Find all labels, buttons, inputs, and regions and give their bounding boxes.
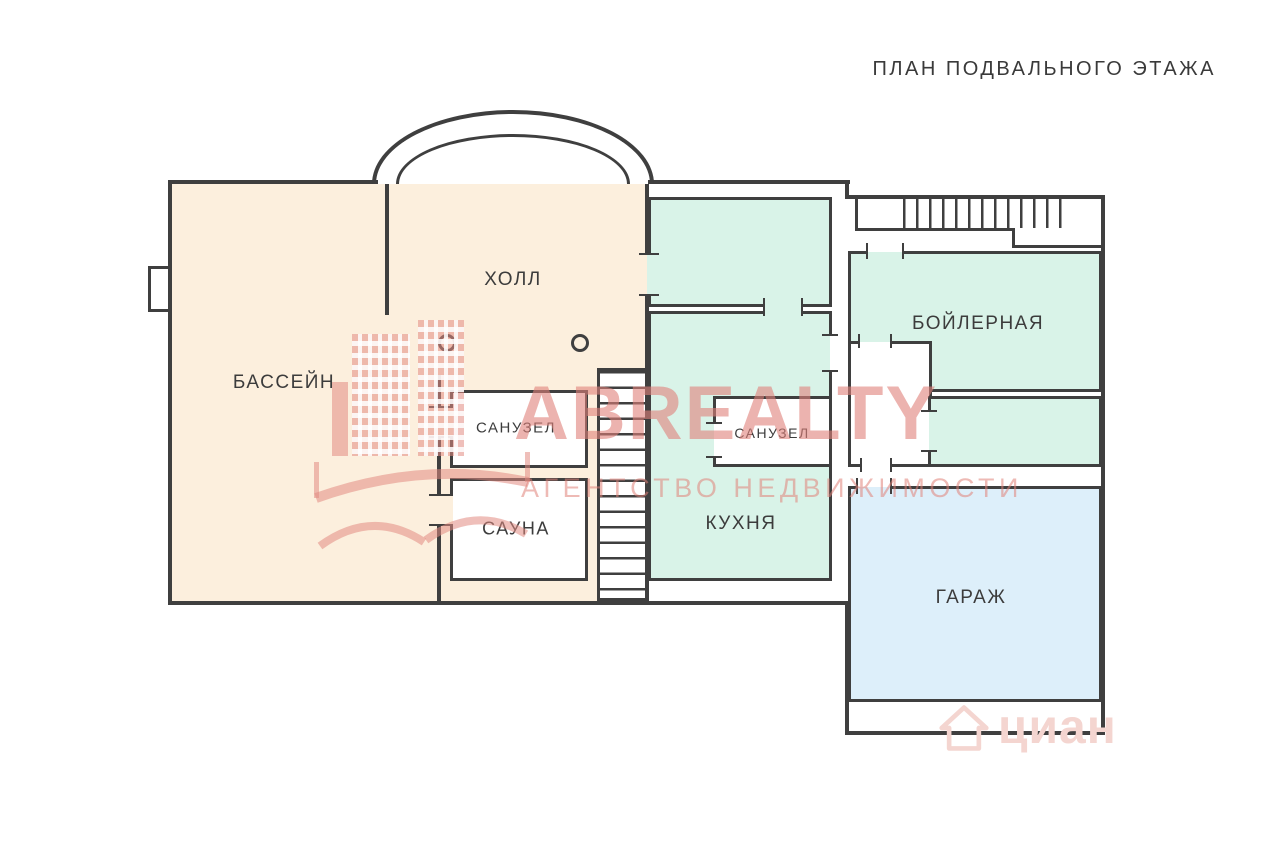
wall [845,180,849,199]
door-sauna [429,494,453,526]
wall [437,438,441,496]
room-label-bathroom-1: САНУЗЕЛ [476,419,556,437]
wall [645,296,649,601]
door-kitchen-right [822,334,838,372]
wall [1101,195,1105,735]
door-hall-green-room [639,253,659,296]
door-mint-strip [921,410,937,452]
room-label-hall: ХОЛЛ [484,269,542,290]
door-shaft-top [858,334,892,348]
wall [855,228,1015,231]
door-bathroom-2 [706,422,722,458]
abrealty-bridge-icon [314,452,530,550]
abrealty-building-icon [332,382,348,456]
room-garage [848,486,1102,702]
wall [148,266,172,269]
room-label-kitchen: КУХНЯ [705,513,777,534]
cian-watermark-text: циан [998,701,1117,754]
house-icon [939,704,989,751]
room-label-bathroom-2: САНУЗЕЛ [734,425,810,441]
abrealty-building-icon [418,320,464,456]
door-shaft-bottom [860,458,892,472]
page-title: ПЛАН ПОДВАЛЬНОГО ЭТАЖА [872,58,1216,80]
abrealty-watermark: ABREALTY [514,371,939,456]
door-garage-top [856,478,892,494]
room-sauna [450,478,588,581]
room-green-top [648,197,832,307]
door-kitchen-top [763,298,803,316]
cian-watermark: циан [938,700,1117,755]
wall [845,731,1105,735]
wall [385,184,389,315]
wall [437,524,441,601]
stairs-middle [597,368,645,601]
wall [645,184,649,253]
wall [148,309,172,312]
wall [845,601,849,735]
wall [855,195,858,231]
room-shaft [848,341,932,467]
wall [1012,228,1015,248]
wall [648,180,850,184]
wall [1012,245,1102,248]
room-mint-strip [928,396,1102,467]
column-circle [571,334,589,352]
room-label-pool: БАССЕЙН [232,372,336,393]
wall [168,601,849,605]
stairs-top-right [903,197,1065,228]
wall [168,180,378,184]
room-bathroom-1 [450,390,588,468]
door-boiler-top [866,243,904,259]
wall [148,266,151,312]
abrealty-building-icon [352,334,410,456]
wall [168,180,172,605]
wall [845,195,1105,199]
abrealty-subtitle-watermark: АГЕНТСТВО НЕДВИЖИМОСТИ [521,473,1023,503]
room-label-boiler: БОЙЛЕРНАЯ [911,313,1045,334]
room-label-garage: ГАРАЖ [935,587,1007,608]
